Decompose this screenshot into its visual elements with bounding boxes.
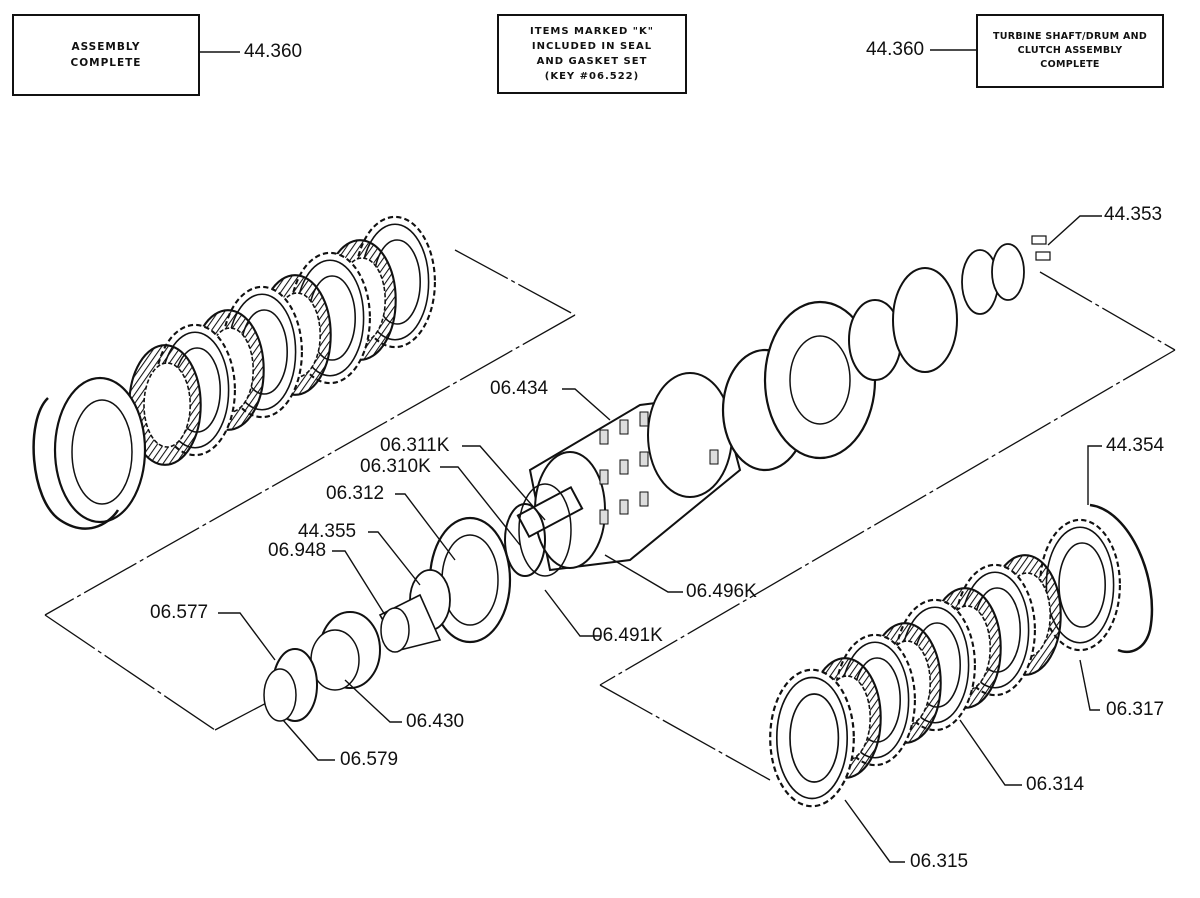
callout-06-314: 06.314 [1026,774,1085,795]
left-clutch-pack [32,215,436,530]
callout-44-355: 44.355 [298,521,357,542]
snap-ring-right [1089,503,1154,654]
central-drum-assembly [263,235,1051,722]
callout-06-430: 06.430 [406,711,465,732]
callout-leaders [218,215,1102,863]
assembly-complete-box: ASSEMBLY COMPLETE [12,14,200,96]
right-pack-bracket [599,271,1176,781]
callout-turbine-ref: 44.360 [866,39,925,60]
callout-06-577: 06.577 [150,602,209,623]
callout-06-579: 06.579 [340,749,399,770]
seal-gasket-note-box: ITEMS MARKED "K" INCLUDED IN SEAL AND GA… [497,14,687,94]
turbine-shaft-box: TURBINE SHAFT/DRUM AND CLUTCH ASSEMBLY C… [976,14,1164,88]
callout-06-496K: 06.496K [686,581,757,602]
callout-06-491K: 06.491K [592,625,663,646]
callout-06-434: 06.434 [490,378,549,399]
callout-06-311K: 06.311K [380,435,450,456]
callout-44-354: 44.354 [1106,435,1165,456]
snap-ring-left [32,397,120,530]
callout-assembly-ref: 44.360 [244,41,303,62]
right-clutch-pack [769,503,1154,808]
callout-06-317: 06.317 [1106,699,1165,720]
callout-06-948: 06.948 [268,540,327,561]
callout-06-315: 06.315 [910,851,969,872]
assembly-leader [198,49,976,53]
callout-44-353: 44.353 [1104,204,1163,225]
callout-06-310K: 06.310K [360,456,431,477]
left-pack-bracket [44,249,576,731]
callout-06-312: 06.312 [326,483,385,504]
